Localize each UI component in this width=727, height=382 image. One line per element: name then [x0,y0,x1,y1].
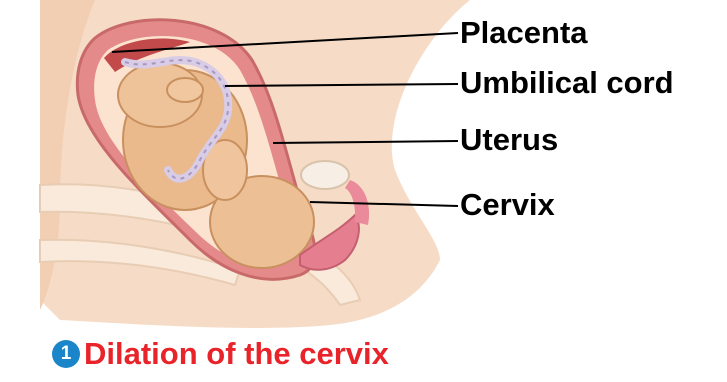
step-number-badge: 1 [52,340,80,368]
cervix-label: Cervix [460,187,555,223]
caption-text: Dilation of the cervix [84,334,389,374]
placenta-label: Placenta [460,15,588,51]
uterus-label: Uterus [460,122,558,158]
bladder [301,161,349,189]
fetus-foot [167,78,203,102]
stage-caption: 1 Dilation of the cervix [52,334,389,374]
umbilical-cord-label: Umbilical cord [460,65,674,101]
